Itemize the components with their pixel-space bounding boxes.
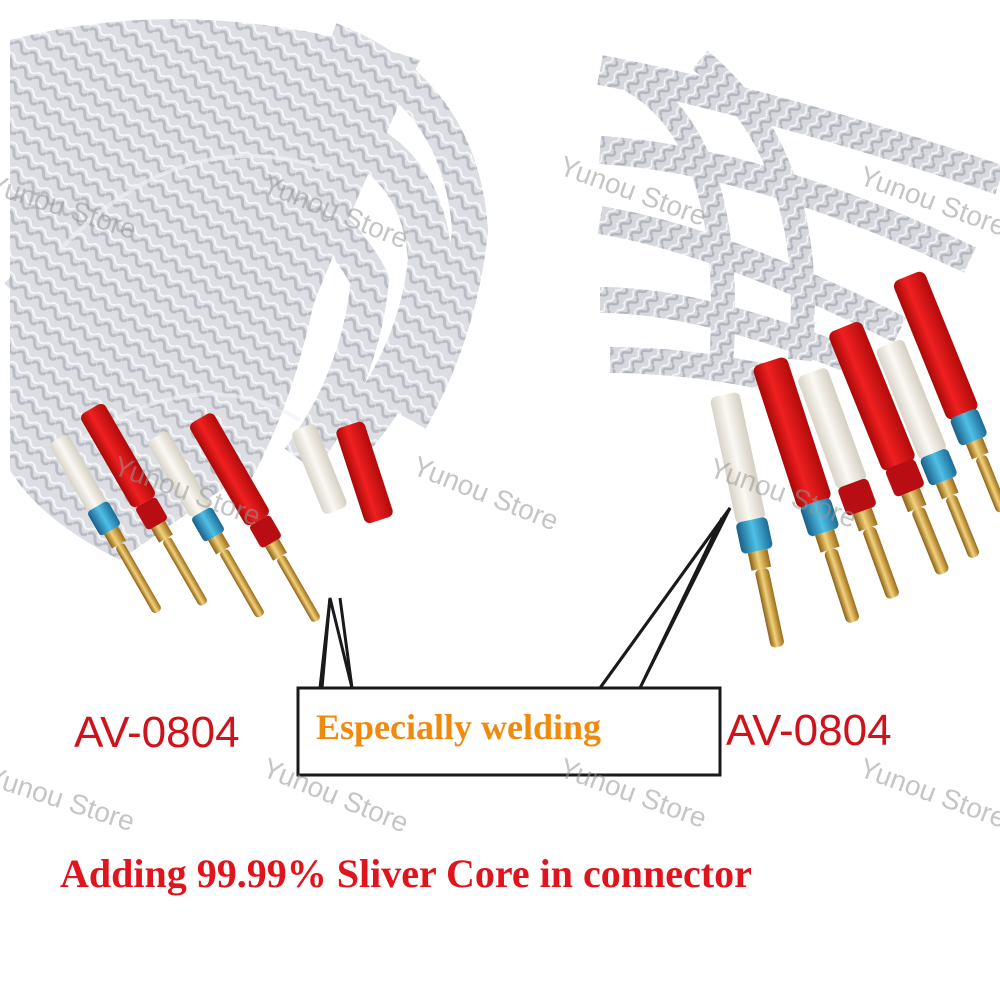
- model-label-left: AV-0804: [74, 708, 240, 757]
- callout-frame: [296, 507, 732, 777]
- connectors-left: [50, 403, 393, 622]
- callout-text: Especially welding: [316, 707, 602, 747]
- connectors-right: [710, 271, 1000, 648]
- caption: Adding 99.99% Sliver Core in connector: [60, 851, 752, 896]
- model-label-right: AV-0804: [726, 706, 892, 755]
